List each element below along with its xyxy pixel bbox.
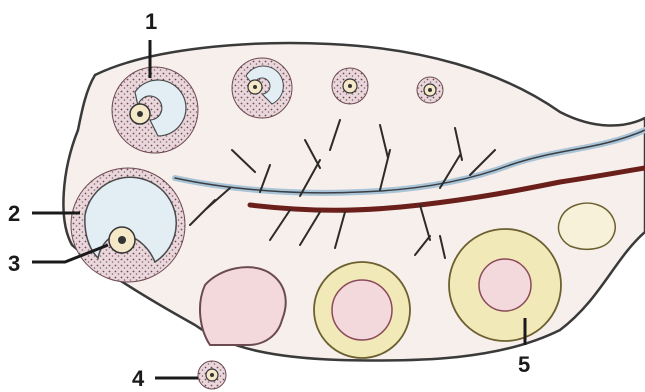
follicle-small-3 [417,77,443,103]
label-5: 5 [518,352,530,377]
follicle-small-2 [332,68,368,104]
label-1: 1 [145,9,157,34]
follicle-small-1 [232,58,292,118]
label-3: 3 [8,251,20,276]
corpus-luteum-early [314,262,410,358]
ovulated-oocyte [198,361,226,389]
label-2: 2 [8,201,20,226]
corpus-luteum [449,229,561,341]
ruptured-follicle [200,267,286,345]
corpus-albicans [558,203,615,249]
follicle-graafian [71,168,185,282]
follicle-1 [112,67,198,153]
label-4: 4 [132,366,145,391]
